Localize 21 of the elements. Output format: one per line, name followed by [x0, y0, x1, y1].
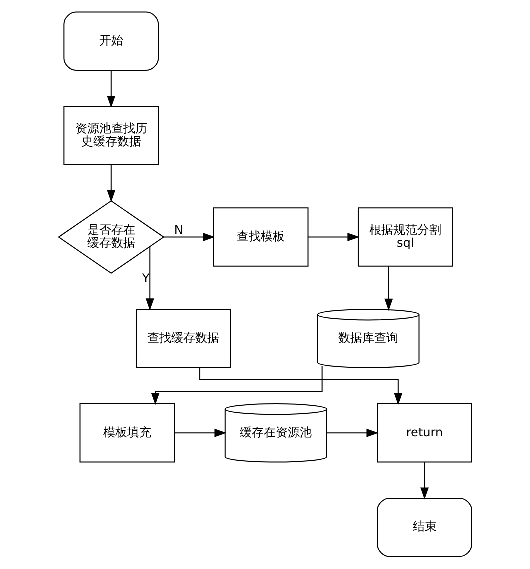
edge-label: N [174, 222, 183, 237]
arrow [420, 462, 428, 500]
node-box: 根据规范分割sql [357, 208, 453, 267]
node-box: 模板填充 [79, 404, 175, 463]
arrow [145, 247, 154, 311]
node-box: 资源池查找历史缓存数据 [63, 106, 159, 166]
edge-label: Y [142, 272, 150, 286]
node-box: 开始 [63, 12, 159, 72]
arrow [308, 233, 360, 242]
node-box: return [376, 404, 472, 463]
arrow [150, 366, 322, 406]
node-box: 结束 [376, 498, 472, 558]
node-box: 查找模板 [212, 208, 308, 267]
arrow [106, 70, 116, 108]
arrow [164, 233, 215, 242]
arrow [326, 428, 378, 438]
arrow [174, 428, 226, 438]
node-box: 查找缓存数据 [136, 309, 231, 368]
node-diamond: 是否存在缓存数据 [57, 200, 164, 274]
arrow [384, 266, 393, 311]
arrow [106, 165, 116, 202]
